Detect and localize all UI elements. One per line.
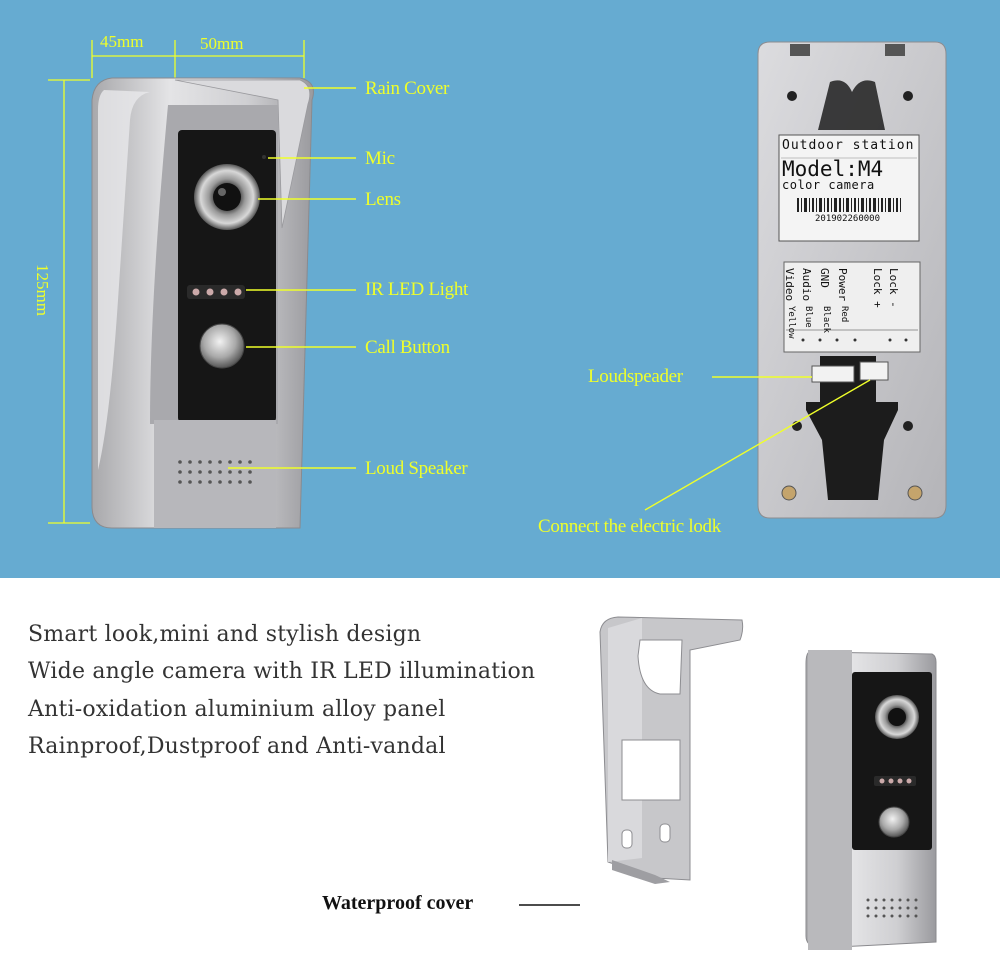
terminal-label-lock-minus: Lock - (887, 268, 900, 308)
plate-line3: color camera (782, 178, 875, 192)
feature-rainproof: Rainproof,Dustproof and Anti-vandal (28, 734, 446, 759)
feature-panel: Anti-oxidation aluminium alloy panel (28, 697, 446, 722)
feature-camera: Wide angle camera with IR LED illuminati… (28, 659, 536, 684)
small-call-button-icon (878, 806, 910, 838)
dimension-width-b: 50mm (200, 34, 244, 53)
wire-color-blue: Blue (803, 306, 813, 328)
doorbell-back-view (757, 41, 947, 519)
dimension-height: 125mm (33, 264, 52, 316)
terminal-label-gnd: GND (818, 268, 831, 288)
terminal-label-lock-plus: Lock + (871, 268, 884, 308)
callout-rain-cover: Rain Cover (365, 78, 450, 99)
callout-lens: Lens (365, 189, 401, 210)
callout-electric-lock: Connect the electric lodk (538, 516, 721, 537)
terminal-label-video: Video (783, 268, 796, 302)
plate-model: Model:M4 (782, 157, 884, 181)
waterproof-cover-illustration (599, 616, 744, 884)
screw-icon (781, 485, 797, 501)
dimension-width-a: 45mm (100, 32, 144, 51)
mic-hole-icon (262, 155, 266, 159)
terminal-label-power: Power (836, 268, 849, 302)
lock-connector (859, 361, 889, 381)
doorbell-small-view (805, 650, 937, 950)
plate-serial: 201902260000 (815, 214, 881, 224)
terminal-board (783, 261, 921, 353)
terminal-label-audio: Audio (800, 268, 813, 302)
callout-loud-speaker: Loud Speaker (365, 458, 468, 479)
callout-mic: Mic (365, 148, 395, 169)
callout-loudspeaker-connector: Loudspeader (588, 366, 683, 387)
call-button-icon (199, 323, 245, 369)
screw-icon (907, 485, 923, 501)
wire-color-black: Black (821, 306, 831, 334)
barcode-icon (797, 198, 901, 212)
label-plate (778, 134, 920, 242)
wire-color-red: Red (839, 306, 849, 323)
ir-led-icon (187, 285, 245, 299)
wire-color-yellow: Yellow (786, 306, 796, 339)
loudspeaker-connector (811, 365, 855, 383)
front-callout-lines (228, 87, 356, 469)
plate-line1: Outdoor station (782, 138, 915, 153)
back-callout-lines (644, 376, 871, 511)
callout-ir-led: IR LED Light (365, 279, 468, 300)
speaker-grille-icon (178, 460, 252, 484)
waterproof-cover-label: Waterproof cover (322, 892, 474, 914)
feature-design: Smart look,mini and stylish design (28, 622, 422, 647)
callout-call-button: Call Button (365, 337, 450, 358)
doorbell-front-view (91, 77, 314, 529)
dimension-lines (48, 40, 305, 524)
